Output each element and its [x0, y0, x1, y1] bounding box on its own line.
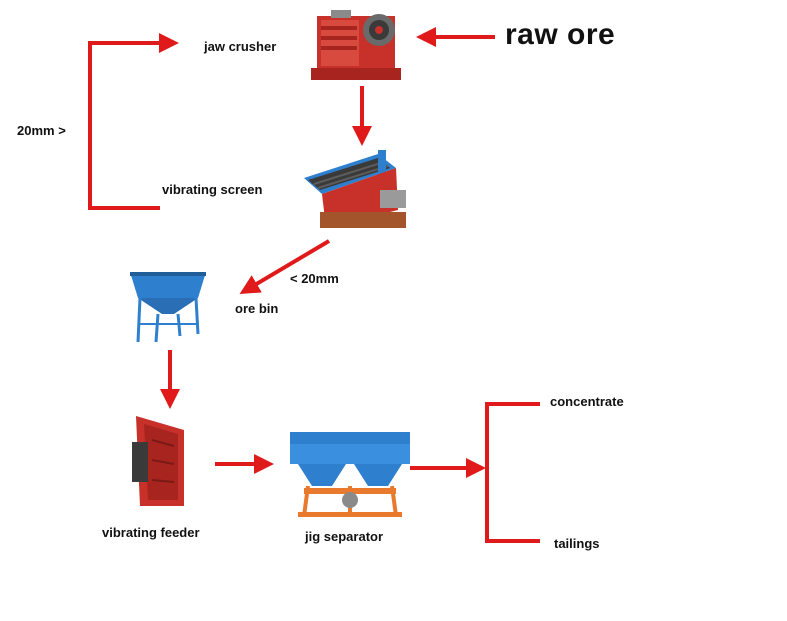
- vibrating-screen-icon: [304, 150, 406, 228]
- vibrating-feeder-label: vibrating feeder: [102, 525, 200, 540]
- vibrating-screen-label: vibrating screen: [162, 182, 263, 197]
- arrow-oversize-return: [88, 33, 179, 210]
- output-split-bracket: [485, 402, 540, 543]
- arrow-screen-to-ore-bin: [239, 239, 331, 295]
- jaw-crusher-label: jaw crusher: [204, 39, 277, 54]
- jaw-crusher-icon: [311, 10, 401, 80]
- oversize-return-label: 20mm >: [17, 123, 66, 138]
- jig-separator-icon: [290, 432, 410, 517]
- raw-ore-label: raw ore: [505, 18, 616, 51]
- undersize-label: < 20mm: [290, 271, 339, 286]
- concentrate-label: concentrate: [550, 394, 624, 409]
- ore-bin-icon: [130, 272, 206, 343]
- ore-bin-label: ore bin: [235, 301, 279, 316]
- jig-separator-label: jig separator: [305, 529, 384, 544]
- vibrating-feeder-icon: [132, 416, 184, 506]
- tailings-label: tailings: [554, 536, 600, 551]
